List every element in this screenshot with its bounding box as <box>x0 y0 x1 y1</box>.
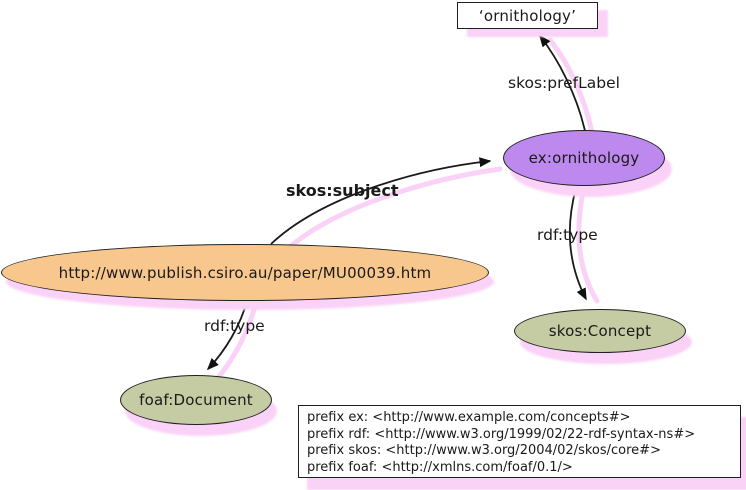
highlight-edge-type-concept <box>576 179 600 304</box>
prefix-line-rdf: prefix rdf: <http://www.w3.org/1999/02/2… <box>307 426 696 442</box>
node-skos-concept: skos:Concept <box>514 309 686 353</box>
prefix-declarations-panel: prefix ex: <http://www.example.com/conce… <box>298 405 741 478</box>
highlight-edge-type-document <box>214 300 259 382</box>
node-concept-label: ex:ornithology <box>528 149 640 167</box>
edge-rdf-type-document <box>206 300 248 371</box>
node-foaf-document: foaf:Document <box>120 375 272 425</box>
edge-rdf-type-concept <box>568 187 587 301</box>
edge-label-rdf-type-document: rdf:type <box>204 317 265 335</box>
node-skos-concept-label: skos:Concept <box>548 322 652 340</box>
prefix-line-ex: prefix ex: <http://www.example.com/conce… <box>307 410 631 425</box>
node-literal-ornithology: ‘ornithology’ <box>457 2 598 29</box>
node-resource-url: http://www.publish.csiro.au/paper/MU0003… <box>1 244 489 301</box>
node-resource-label: http://www.publish.csiro.au/paper/MU0003… <box>58 263 432 282</box>
edge-skos-subject <box>270 157 492 245</box>
node-ex-ornithology: ex:ornithology <box>503 130 665 186</box>
edge-label-rdf-type-concept: rdf:type <box>537 226 598 244</box>
highlight-edge-subject <box>281 166 503 255</box>
prefix-line-foaf: prefix foaf: <http://xmlns.com/foaf/0.1/… <box>307 459 573 475</box>
edge-label-skos-preflabel: skos:prefLabel <box>508 74 620 92</box>
prefix-line-skos: prefix skos: <http://www.w3.org/2004/02/… <box>307 443 661 458</box>
node-literal-label: ‘ornithology’ <box>478 6 577 25</box>
node-foaf-document-label: foaf:Document <box>139 391 253 409</box>
edge-skos-preflabel <box>539 34 586 132</box>
edge-label-skos-subject: skos:subject <box>286 181 399 200</box>
